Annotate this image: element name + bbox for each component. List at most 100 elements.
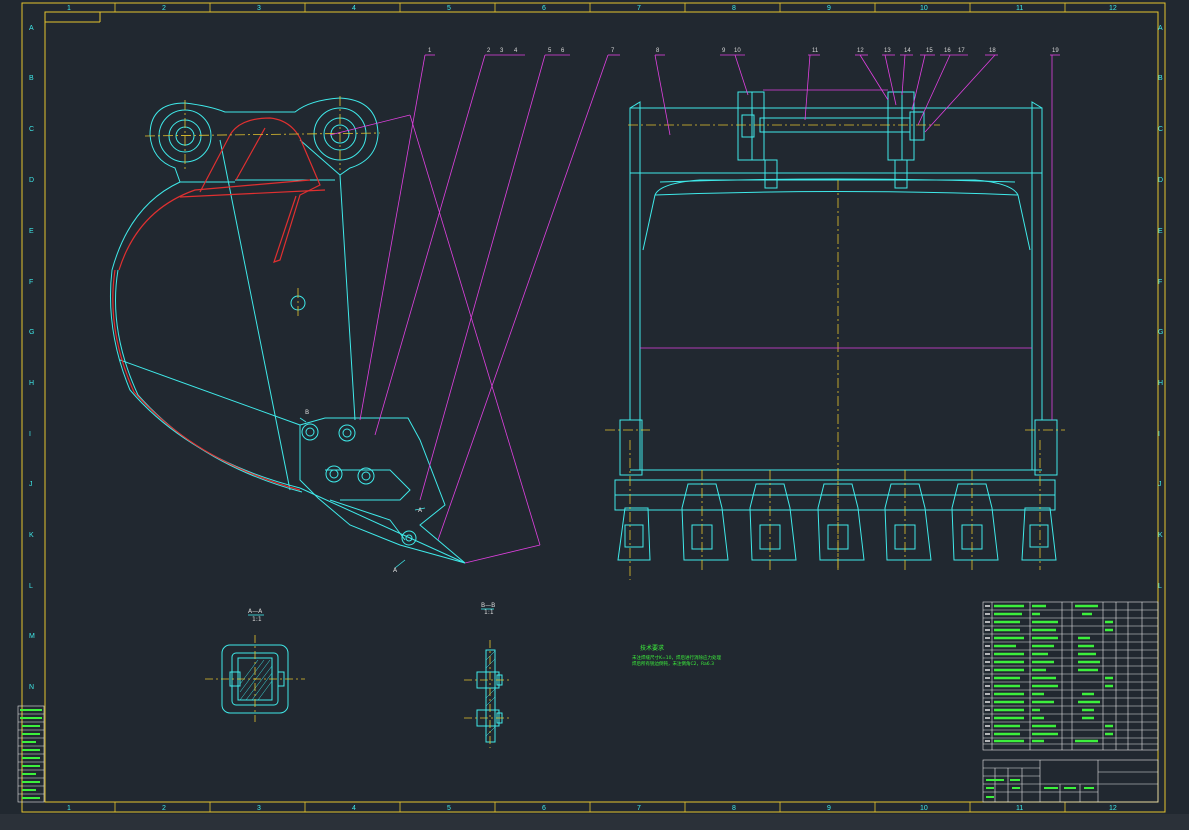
revision-strip-marks xyxy=(20,709,42,799)
row-label: H xyxy=(1158,380,1163,387)
balloon-10: 10 xyxy=(734,48,741,54)
balloon-1: 1 xyxy=(428,48,432,54)
col-label: 5 xyxy=(447,805,451,812)
section-b-hatch xyxy=(485,650,496,737)
col-label: 8 xyxy=(732,805,736,812)
sheet-border xyxy=(21,2,1166,813)
col-label: 12 xyxy=(1109,5,1117,12)
row-label: L xyxy=(29,583,33,590)
col-label: 6 xyxy=(542,5,546,12)
balloon-4: 4 xyxy=(514,48,518,54)
column-ruler-bottom xyxy=(114,802,1066,812)
section-marker-b: B xyxy=(305,409,309,416)
row-label: J xyxy=(1158,481,1162,488)
front-view-leaders xyxy=(640,54,1060,420)
column-labels-top: 1 2 3 4 5 6 7 8 9 10 11 12 xyxy=(67,5,1117,12)
balloon-17: 17 xyxy=(958,48,965,54)
col-label: 2 xyxy=(162,5,166,12)
row-labels-left: A B C D E F G H I J K L M N xyxy=(29,25,35,691)
parts-list-table[interactable] xyxy=(982,601,1159,751)
balloon-9: 9 xyxy=(722,48,726,54)
balloon-18: 18 xyxy=(989,48,996,54)
row-label: H xyxy=(29,380,34,387)
side-view-centerlines xyxy=(144,96,381,318)
section-marks xyxy=(299,417,426,569)
balloon-15: 15 xyxy=(926,48,933,54)
row-label: A xyxy=(1158,25,1163,32)
row-label: E xyxy=(29,228,34,235)
col-label: 3 xyxy=(257,805,261,812)
col-label: 5 xyxy=(447,5,451,12)
col-label: 2 xyxy=(162,805,166,812)
row-label: I xyxy=(29,431,31,438)
row-label: C xyxy=(29,126,34,133)
row-label: I xyxy=(1158,431,1160,438)
balloon-16: 16 xyxy=(944,48,951,54)
balloon-8: 8 xyxy=(656,48,660,54)
row-label: B xyxy=(1158,75,1163,82)
row-label: G xyxy=(29,329,34,336)
section-marker-a: A xyxy=(418,507,423,514)
col-label: 9 xyxy=(827,5,831,12)
tech-notes-title: 技术要求 xyxy=(640,644,664,652)
balloon-6: 6 xyxy=(561,48,565,54)
col-label: 10 xyxy=(920,805,928,812)
col-label: 9 xyxy=(827,805,831,812)
section-marker-a-bottom: A xyxy=(393,567,398,574)
row-label: J xyxy=(29,481,33,488)
col-label: 12 xyxy=(1109,805,1117,812)
leader-lines xyxy=(329,54,620,564)
tech-notes-line-1: 未注焊缝尺寸K=10，焊后进行消除应力处理 xyxy=(632,654,721,661)
col-label: 11 xyxy=(1016,5,1023,12)
section-b-view[interactable] xyxy=(476,649,503,743)
section-b-centerlines xyxy=(464,640,512,748)
balloon-5: 5 xyxy=(548,48,552,54)
row-label: C xyxy=(1158,126,1163,133)
section-a-hatch xyxy=(239,659,273,701)
section-a-centerlines xyxy=(205,635,305,722)
bucket-front-view[interactable] xyxy=(614,91,1058,511)
col-label: 3 xyxy=(257,5,261,12)
col-label: 7 xyxy=(637,805,641,812)
row-label: G xyxy=(1158,329,1163,336)
section-a-scale: 1:1 xyxy=(252,616,262,623)
col-label: 7 xyxy=(637,5,641,12)
parts-list-content-marks xyxy=(994,604,1113,743)
row-label: N xyxy=(29,684,34,691)
balloon-19: 19 xyxy=(1052,48,1059,54)
front-view-centerlines xyxy=(605,124,1065,580)
column-ruler-top xyxy=(114,3,1066,12)
bucket-side-view[interactable] xyxy=(110,97,466,564)
status-bar xyxy=(0,814,1189,830)
col-label: 1 xyxy=(67,805,71,812)
row-label: F xyxy=(1158,279,1162,286)
col-label: 1 xyxy=(67,5,71,12)
revision-strip xyxy=(17,705,45,803)
column-labels-bottom: 1 2 3 4 5 6 7 8 9 10 11 12 xyxy=(67,805,1117,812)
col-label: 8 xyxy=(732,5,736,12)
row-label: F xyxy=(29,279,33,286)
balloon-labels: 1 2 3 4 5 6 7 8 9 10 11 12 13 14 15 16 1… xyxy=(428,48,1059,54)
row-label: M xyxy=(29,633,35,640)
section-b-title: B—B xyxy=(481,602,495,609)
balloon-2: 2 xyxy=(487,48,491,54)
row-label: D xyxy=(29,177,34,184)
section-b-scale: 1:1 xyxy=(484,609,494,616)
row-label: D xyxy=(1158,177,1163,184)
tech-notes-line-2: 焊后所有锐边倒钝，未注倒角C2，Ra6.3 xyxy=(632,660,714,667)
balloon-7: 7 xyxy=(611,48,615,54)
col-label: 4 xyxy=(352,5,356,12)
parts-list-index-column xyxy=(985,605,990,742)
row-label: B xyxy=(29,75,34,82)
balloon-3: 3 xyxy=(500,48,504,54)
row-label: A xyxy=(29,25,34,32)
weld-seams xyxy=(112,117,326,491)
section-a-title: A—A xyxy=(248,608,263,615)
row-label: L xyxy=(1158,583,1162,590)
title-block[interactable] xyxy=(982,759,1159,803)
balloon-11: 11 xyxy=(812,48,819,54)
title-block-marks xyxy=(986,779,1094,798)
balloon-12: 12 xyxy=(857,48,864,54)
row-label: K xyxy=(1158,532,1163,539)
